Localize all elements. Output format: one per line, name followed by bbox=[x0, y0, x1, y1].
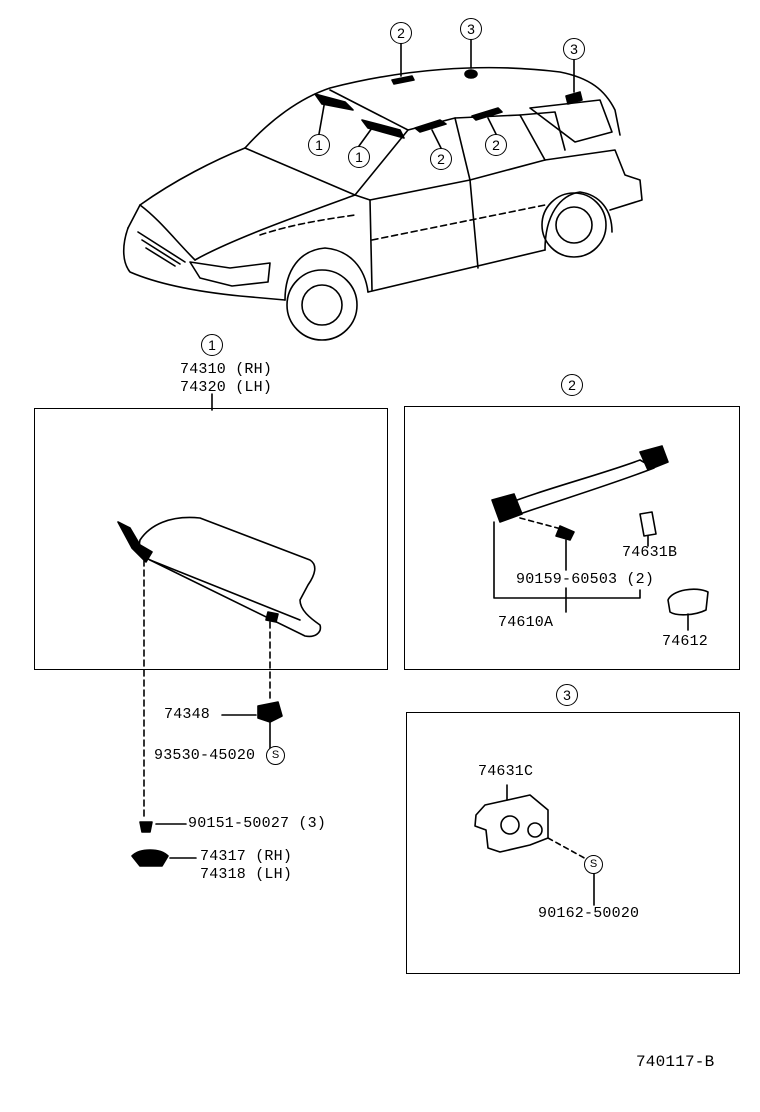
part-74631b: 74631B bbox=[622, 544, 678, 561]
screw-s-mark-1: S bbox=[266, 746, 285, 765]
callout-2-mid-left: 2 bbox=[430, 148, 452, 170]
section-3-panel bbox=[406, 712, 740, 974]
part-74610a: 74610A bbox=[498, 614, 554, 631]
part-90151-50027: 90151-50027 (3) bbox=[188, 815, 327, 832]
part-74310-rh: 74310 (RH) bbox=[180, 361, 273, 378]
callout-2-roof: 2 bbox=[390, 22, 412, 44]
part-74631c: 74631C bbox=[478, 763, 534, 780]
part-93530-45020: 93530-45020 bbox=[154, 747, 256, 764]
callout-1-front-right: 1 bbox=[348, 146, 370, 168]
callout-3-roof: 3 bbox=[460, 18, 482, 40]
callout-2-mid-right: 2 bbox=[485, 134, 507, 156]
section-2-marker: 2 bbox=[561, 374, 583, 396]
part-74612: 74612 bbox=[662, 633, 709, 650]
callout-3-rear: 3 bbox=[563, 38, 585, 60]
part-74317-rh: 74317 (RH) bbox=[200, 848, 293, 865]
section-1-marker: 1 bbox=[201, 334, 223, 356]
part-74348: 74348 bbox=[164, 706, 211, 723]
callout-1-front-left: 1 bbox=[308, 134, 330, 156]
part-90159-60503: 90159-60503 (2) bbox=[516, 571, 655, 588]
section-1-panel bbox=[34, 408, 388, 670]
part-74318-lh: 74318 (LH) bbox=[200, 866, 293, 883]
section-3-marker: 3 bbox=[556, 684, 578, 706]
section-2-panel bbox=[404, 406, 740, 670]
part-74320-lh: 74320 (LH) bbox=[180, 379, 273, 396]
part-90162-50020: 90162-50020 bbox=[538, 905, 640, 922]
figure-code: 740117-B bbox=[636, 1053, 715, 1071]
screw-s-mark-3: S bbox=[584, 855, 603, 874]
